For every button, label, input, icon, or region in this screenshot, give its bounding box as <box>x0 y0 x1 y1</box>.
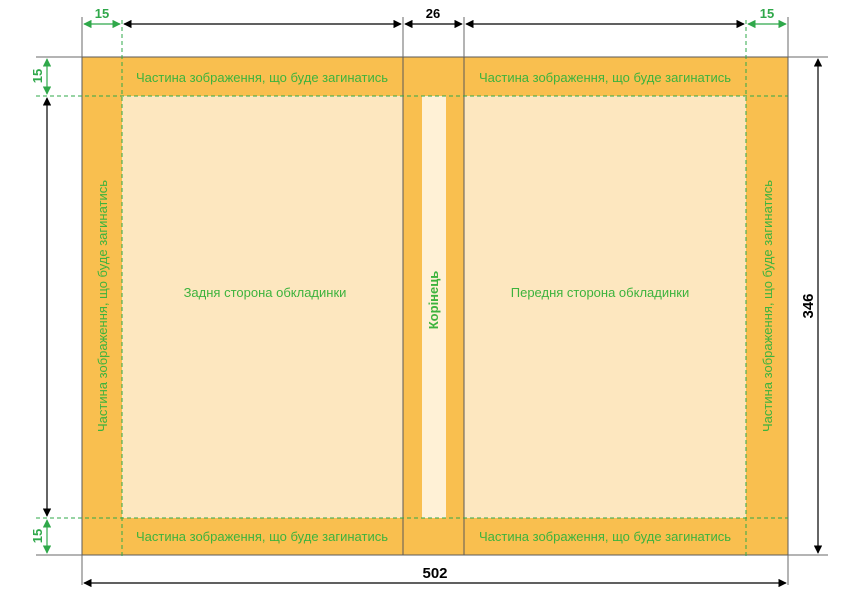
fold-guides <box>36 20 788 557</box>
front-cover-panel <box>464 96 746 518</box>
front-cover-label: Передня сторона обкладинки <box>511 285 689 300</box>
fold-label-left: Частина зображення, що буде загинатись <box>95 180 110 432</box>
fold-label-bottom-right: Частина зображення, що буде загинатись <box>479 529 731 544</box>
fold-label-right: Частина зображення, що буде загинатись <box>760 180 775 432</box>
fold-label-bottom-left: Частина зображення, що буде загинатись <box>136 529 388 544</box>
spine-label: Корінець <box>426 271 441 330</box>
dim-label-total-width: 502 <box>422 565 447 582</box>
dim-label-spine: 26 <box>426 6 440 21</box>
fold-label-top-left: Частина зображення, що буде загинатись <box>136 70 388 85</box>
dim-label-left-margin: 15 <box>95 6 109 21</box>
dim-label-top-margin: 15 <box>30 69 45 83</box>
fold-label-top-right: Частина зображення, що буде загинатись <box>479 70 731 85</box>
dim-label-right-margin: 15 <box>760 6 774 21</box>
spine-strip <box>422 96 446 518</box>
back-cover-label: Задня сторона обкладинки <box>184 285 347 300</box>
dim-label-total-height: 346 <box>800 293 817 318</box>
dim-label-bottom-margin: 15 <box>30 529 45 543</box>
extension-lines <box>36 17 828 585</box>
back-cover-panel <box>122 96 403 518</box>
